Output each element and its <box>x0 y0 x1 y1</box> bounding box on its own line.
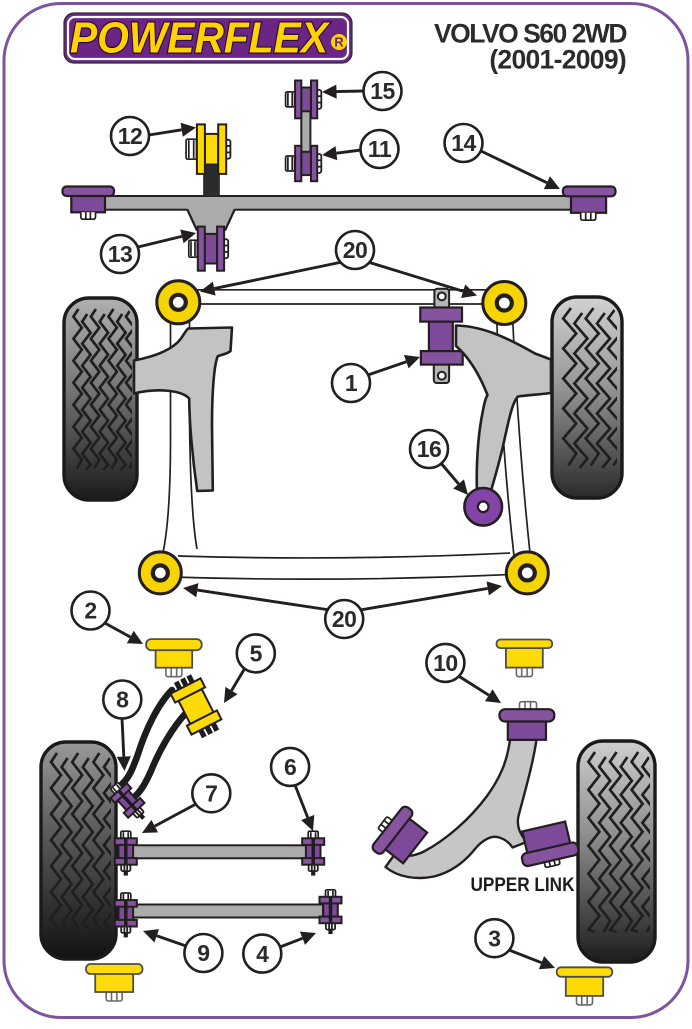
svg-text:7: 7 <box>205 781 217 807</box>
svg-text:6: 6 <box>284 754 296 780</box>
svg-text:15: 15 <box>370 78 395 104</box>
svg-text:POWERFLEX: POWERFLEX <box>70 14 330 63</box>
svg-text:1: 1 <box>345 370 358 396</box>
svg-text:11: 11 <box>368 136 392 162</box>
svg-text:3: 3 <box>488 925 500 951</box>
svg-text:13: 13 <box>108 241 133 267</box>
svg-text:20: 20 <box>343 237 368 263</box>
svg-text:UPPER LINK: UPPER LINK <box>471 874 575 896</box>
svg-text:2: 2 <box>84 598 96 624</box>
svg-text:(2001-2009): (2001-2009) <box>489 45 626 75</box>
svg-text:10: 10 <box>433 650 458 676</box>
svg-text:VOLVO S60 2WD: VOLVO S60 2WD <box>434 19 627 49</box>
svg-text:8: 8 <box>116 687 129 713</box>
svg-text:5: 5 <box>250 641 263 667</box>
svg-text:14: 14 <box>451 130 476 156</box>
svg-text:4: 4 <box>256 941 269 967</box>
svg-text:20: 20 <box>332 606 357 632</box>
svg-text:16: 16 <box>417 436 442 462</box>
svg-text:R: R <box>334 35 344 50</box>
svg-text:9: 9 <box>197 940 209 966</box>
svg-text:12: 12 <box>118 123 143 149</box>
